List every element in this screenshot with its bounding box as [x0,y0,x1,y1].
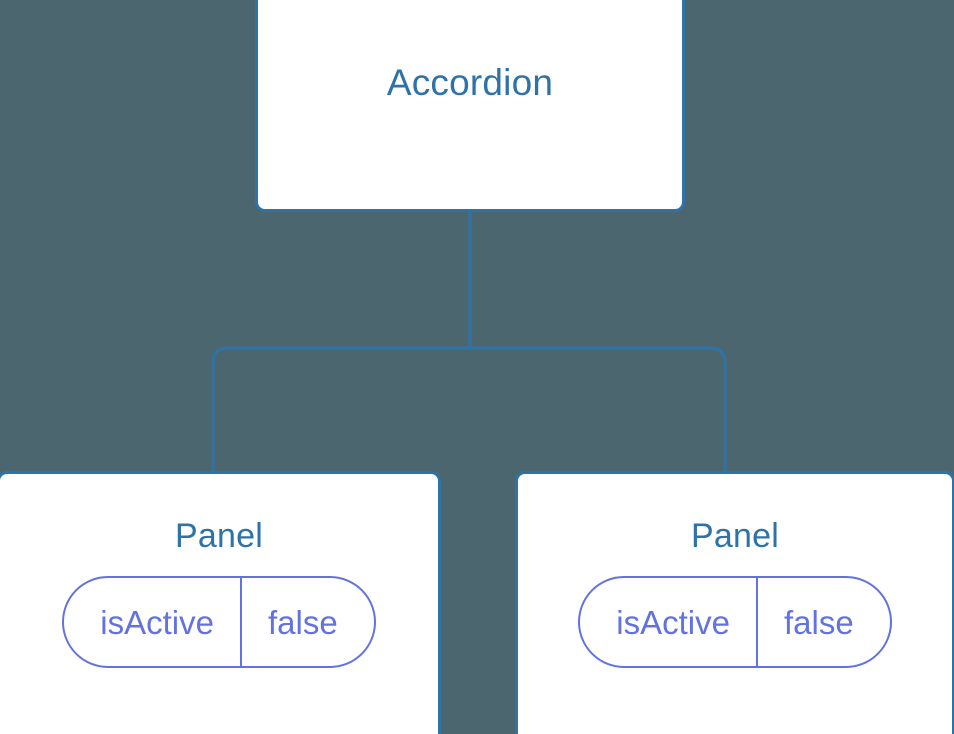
node-accordion[interactable]: Accordion [255,0,685,212]
prop-badge-isactive-1[interactable]: isActive false [62,576,376,669]
node-panel-2[interactable]: Panel isActive false [515,471,954,734]
node-accordion-label: Accordion [386,61,554,103]
prop-badge-isactive-2[interactable]: isActive false [578,576,892,669]
connector-branch-left [211,346,470,474]
connector-branch-right [470,346,727,474]
prop-key-label: isActive [100,603,214,641]
node-panel-2-label: Panel [691,517,779,555]
node-panel-1-label: Panel [175,517,263,555]
node-panel-1[interactable]: Panel isActive false [0,471,441,734]
prop-value-label: false [239,578,374,667]
prop-value-label: false [755,578,890,667]
prop-key-label: isActive [616,603,730,641]
